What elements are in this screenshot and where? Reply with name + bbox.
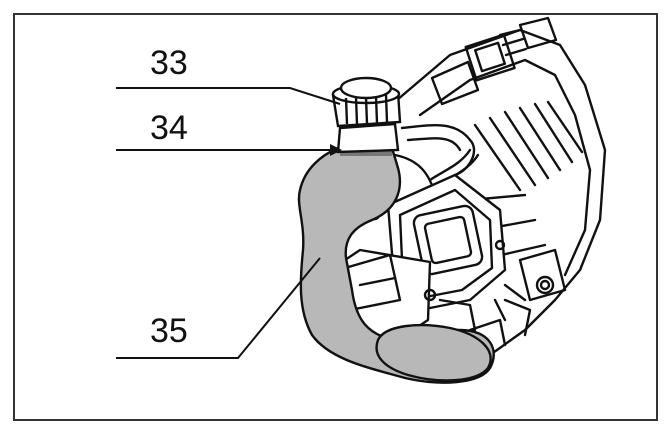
engine-illustration-icon: [328, 16, 607, 362]
callout-34-label: 34: [150, 109, 188, 147]
arrow-34: [330, 144, 342, 156]
leader-line-35: [116, 257, 321, 359]
callout-33-label: 33: [150, 44, 188, 82]
leader-line-33: [116, 87, 341, 105]
fuel-cap-icon: [331, 76, 402, 128]
fuel-tank-icon: [297, 122, 495, 384]
leader-lines: [116, 87, 341, 359]
callout-35-label: 35: [150, 312, 188, 350]
